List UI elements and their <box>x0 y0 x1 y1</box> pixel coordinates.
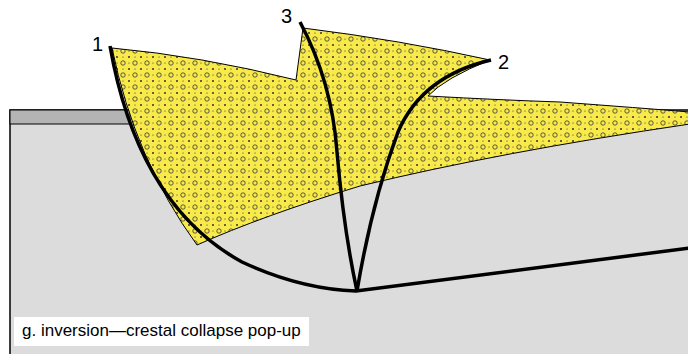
figure-caption: g. inversion—crestal collapse pop-up <box>14 317 309 346</box>
fault-1 <box>110 46 688 291</box>
fault-2 <box>357 60 491 291</box>
fault-3 <box>300 22 357 291</box>
callout-number: 1 <box>92 34 103 54</box>
callout-number: 3 <box>281 6 292 26</box>
pre-rift-layer <box>10 110 130 124</box>
syn-rift-fill <box>112 28 688 245</box>
callout-number: 2 <box>498 52 509 72</box>
